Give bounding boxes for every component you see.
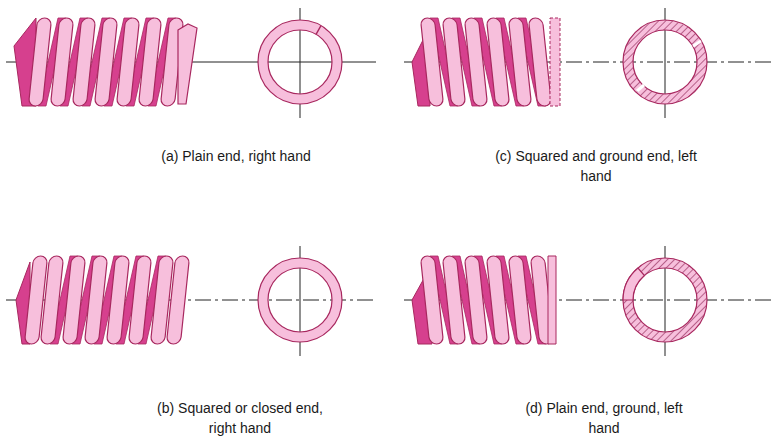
spring-drawing-part <box>28 18 51 106</box>
spring-drawing-part <box>116 18 139 106</box>
spring-drawing-part <box>442 256 465 344</box>
spring-drawing-part <box>258 258 342 342</box>
spring-drawing-part <box>623 268 644 300</box>
caption: (b) Squared or closed end, right hand <box>143 398 338 438</box>
spring-drawing-part <box>508 18 531 106</box>
spring-drawing-part <box>258 20 342 104</box>
spring-drawing-part <box>508 256 531 344</box>
spring-drawing-part <box>548 256 556 344</box>
spring-drawing-part <box>94 18 117 106</box>
spring-plain-ground-left <box>412 256 556 344</box>
spring-drawing-part <box>464 18 487 106</box>
end-view <box>258 258 342 342</box>
spring-drawing-part <box>166 256 189 344</box>
spring-drawing-part <box>442 18 465 106</box>
spring-drawing-part <box>623 20 707 104</box>
spring-drawing-part <box>72 18 95 106</box>
end-view-hatched <box>623 20 707 104</box>
spring-drawing-part <box>84 256 107 344</box>
spring-squared-ground-left <box>412 18 560 106</box>
end-view <box>258 20 342 104</box>
end-view-hatched <box>623 258 707 342</box>
caption: (d) Plain end, ground, left hand <box>518 398 690 438</box>
spring-drawing-part <box>316 26 321 35</box>
spring-drawing-part <box>40 256 63 344</box>
caption: (a) Plain end, right hand <box>116 146 356 166</box>
spring-drawing-part <box>550 18 560 106</box>
spring-drawing-part <box>486 18 509 106</box>
spring-drawing-part <box>420 256 443 344</box>
spring-drawing-part <box>528 18 551 106</box>
spring-drawing-part <box>178 24 197 104</box>
spring-drawing-part <box>486 256 509 344</box>
spring-drawing-part <box>50 18 73 106</box>
caption: (c) Squared and ground end, left hand <box>494 146 699 186</box>
center-lines <box>6 8 772 356</box>
spring-drawing-part <box>138 18 161 106</box>
spring-squared-right <box>16 256 190 344</box>
spring-drawing-part <box>693 41 701 46</box>
spring-drawing-part <box>106 256 129 344</box>
spring-plain-right <box>14 18 197 106</box>
spring-drawing-part <box>420 18 443 106</box>
spring-drawing-part <box>637 85 644 91</box>
spring-drawing-part <box>62 256 85 344</box>
spring-drawing-part <box>623 258 707 342</box>
spring-drawing-part <box>464 256 487 344</box>
spring-drawing-part <box>128 256 151 344</box>
